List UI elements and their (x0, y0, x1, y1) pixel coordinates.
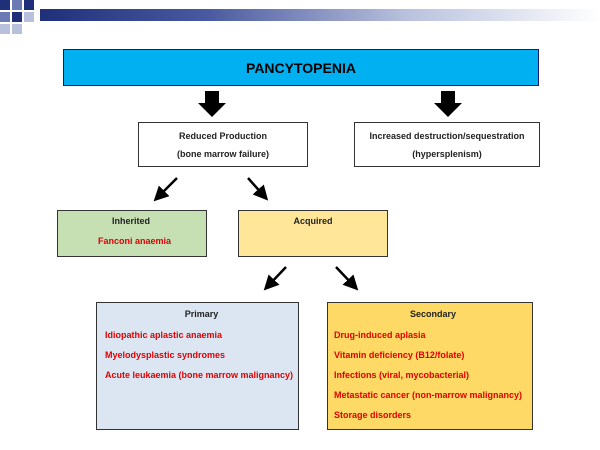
title-box: PANCYTOPENIA (63, 49, 539, 86)
arrow-to-primary (263, 266, 287, 291)
reduced-line2: (bone marrow failure) (176, 149, 269, 159)
block-arrow-down-right (434, 91, 462, 117)
title-text: PANCYTOPENIA (246, 59, 356, 76)
primary-item: Myelodysplastic syndromes (105, 350, 226, 360)
secondary-item: Infections (viral, mycobacterial) (334, 370, 470, 380)
acquired-heading: Acquired (293, 216, 333, 226)
primary-box: Primary Idiopathic aplastic anaemia Myel… (96, 302, 299, 430)
acquired-box: Acquired (238, 210, 388, 257)
primary-item: Idiopathic aplastic anaemia (105, 330, 223, 340)
block-arrow-down-left (198, 91, 226, 117)
header-decoration (0, 0, 34, 34)
reduced-line1: Reduced Production (178, 131, 267, 141)
secondary-box: Secondary Drug-induced aplasia Vitamin d… (327, 302, 533, 430)
secondary-item: Storage disorders (334, 410, 412, 420)
arrow-to-acquired (247, 177, 269, 201)
reduced-production-box: Reduced Production (bone marrow failure) (138, 122, 308, 167)
secondary-item: Drug-induced aplasia (334, 330, 426, 340)
increased-destruction-box: Increased destruction/sequestration (hyp… (354, 122, 540, 167)
secondary-item: Vitamin deficiency (B12/folate) (334, 350, 465, 360)
increased-line2: (hypersplenism) (412, 149, 482, 159)
arrow-to-secondary (335, 266, 359, 291)
inherited-box: Inherited Fanconi anaemia (57, 210, 207, 257)
inherited-item: Fanconi anaemia (98, 236, 172, 246)
secondary-item: Metastatic cancer (non-marrow malignancy… (334, 390, 523, 400)
increased-line1: Increased destruction/sequestration (369, 131, 525, 141)
header-gradient-band (40, 9, 600, 21)
primary-item: Acute leukaemia (bone marrow malignancy) (105, 370, 294, 380)
arrow-to-inherited (153, 177, 178, 202)
primary-heading: Primary (184, 309, 219, 319)
secondary-heading: Secondary (409, 309, 457, 319)
inherited-heading: Inherited (112, 216, 151, 226)
